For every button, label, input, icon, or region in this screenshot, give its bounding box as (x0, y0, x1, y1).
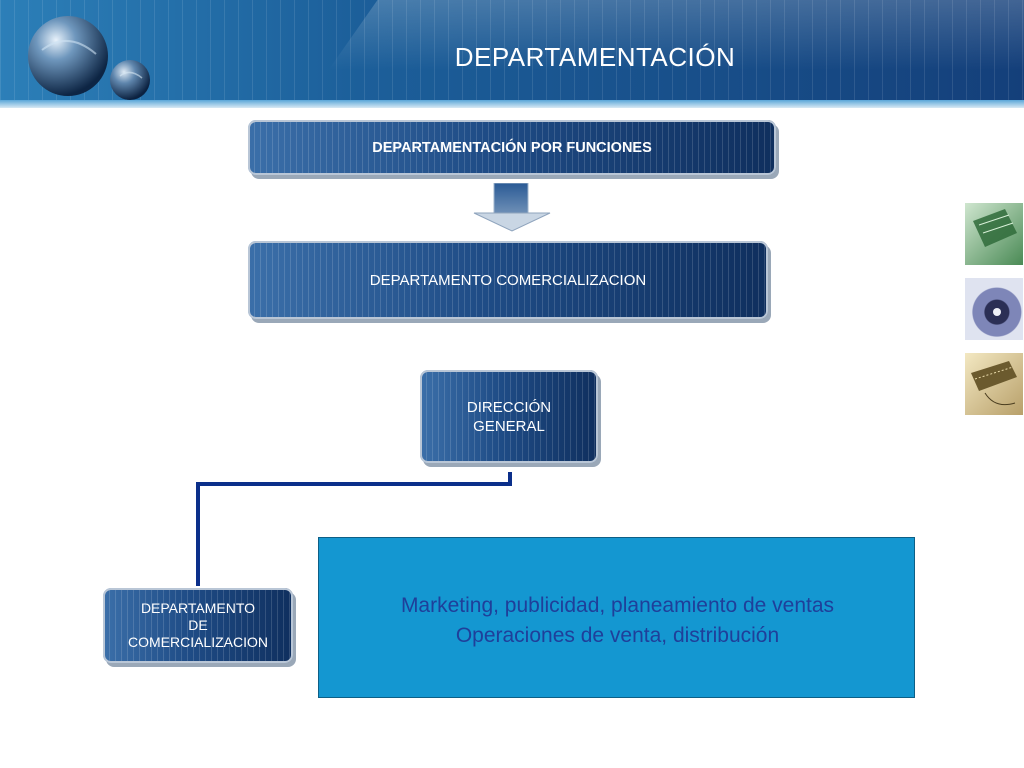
info-line-2: Operaciones de venta, distribución (455, 624, 780, 647)
microchip-icon (971, 361, 1017, 406)
dept-line-2: DE (188, 617, 208, 633)
circuit-board-icon (973, 209, 1017, 247)
departamento-comercializacion-box: DEPARTAMENTO COMERCIALIZACION (248, 241, 768, 319)
sphere-logo-icon (28, 16, 150, 100)
header-bottom-band (0, 100, 1024, 108)
circuit-board-thumbnail (965, 203, 1023, 265)
dept-line-1: DEPARTAMENTO (140, 600, 256, 616)
page-title: DEPARTAMENTACIÓN (454, 42, 736, 72)
info-line-1: Marketing, publicidad, planeamiento de v… (400, 594, 835, 617)
connector-line (196, 472, 512, 586)
direccion-line-2: GENERAL (473, 417, 545, 435)
header-banner: DEPARTAMENTACIÓN (0, 0, 1024, 108)
direccion-line-1: DIRECCIÓN (466, 398, 552, 416)
dept-box-text: DEPARTAMENTO DE COMERCIALIZACION (128, 600, 268, 651)
dept-line-3: COMERCIALIZACION (127, 634, 268, 650)
down-arrow-icon (473, 183, 551, 232)
header-stripes (0, 0, 1024, 108)
compact-disc-icon (993, 308, 1001, 316)
microchip-thumbnail (965, 353, 1023, 415)
direccion-general-box: DIRECCIÓN GENERAL (420, 370, 598, 463)
functions-info-panel: Marketing, publicidad, planeamiento de v… (318, 537, 915, 698)
departamento-de-comercializacion-box: DEPARTAMENTO DE COMERCIALIZACION (103, 588, 293, 663)
top-box-label: DEPARTAMENTACIÓN POR FUNCIONES (372, 139, 652, 156)
compact-disc-thumbnail (965, 278, 1023, 340)
direccion-general-text: DIRECCIÓN GENERAL (467, 398, 551, 436)
departamentacion-funciones-box: DEPARTAMENTACIÓN POR FUNCIONES (248, 120, 776, 175)
second-box-label: DEPARTAMENTO COMERCIALIZACION (369, 271, 647, 289)
